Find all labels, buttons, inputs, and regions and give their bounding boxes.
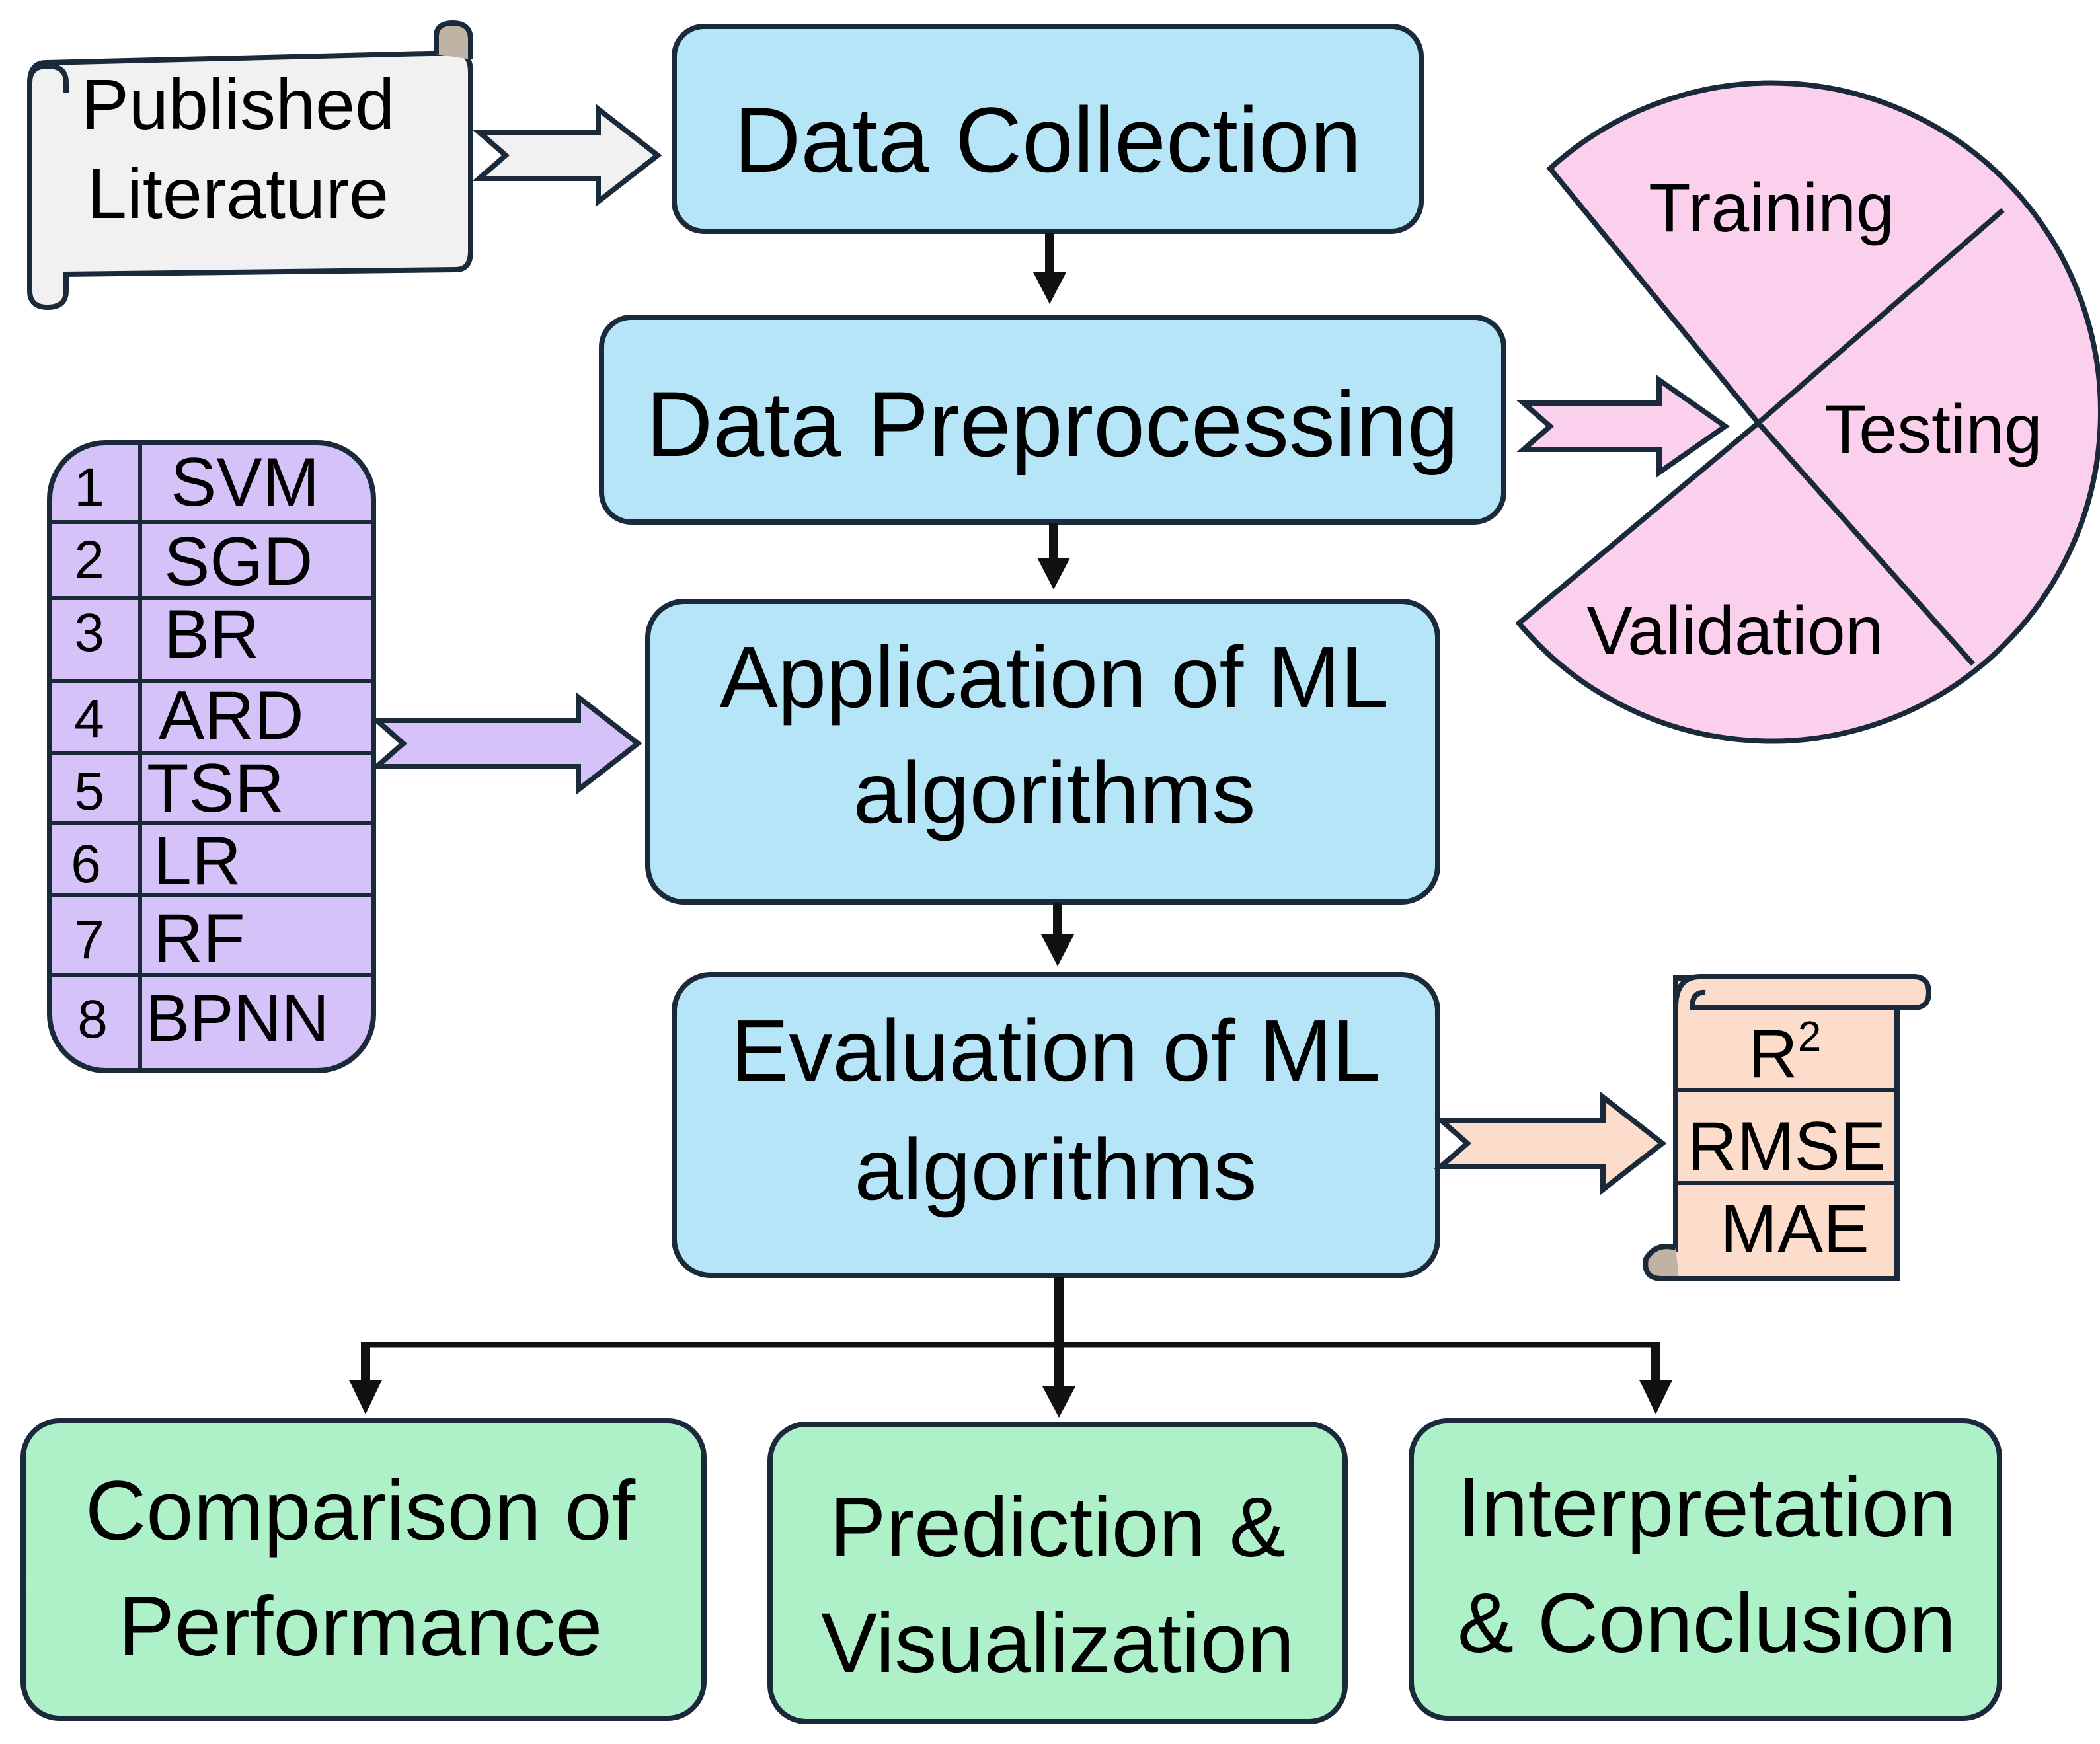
evaluation-to-metrics-arrow — [1434, 1091, 1667, 1195]
data-split-pie: Training Testing Validation — [1515, 80, 2100, 744]
metric-mae: MAE — [1720, 1191, 1869, 1268]
literature-to-collection-arrow — [472, 103, 662, 208]
algorithms-to-application-arrow — [369, 691, 642, 796]
ml-application-box — [645, 599, 1440, 905]
prediction-label-line1: Prediction & — [830, 1480, 1286, 1575]
algorithm-number: 1 — [74, 457, 104, 517]
comparison-label-line2: Performance — [118, 1579, 603, 1674]
algorithm-name: TSR — [147, 750, 284, 827]
algorithm-name: BR — [164, 596, 259, 673]
ml-application-label-line2: algorithms — [853, 744, 1256, 841]
data-preprocessing-box — [599, 315, 1506, 525]
algorithm-name: RF — [153, 900, 245, 977]
metrics-scroll-top-curl — [1673, 974, 1932, 1010]
comparison-label-line1: Comparison of — [85, 1464, 636, 1558]
comparison-box — [20, 1418, 707, 1721]
algorithm-number: 5 — [74, 761, 104, 821]
metric-rmse: RMSE — [1688, 1108, 1886, 1185]
metric-r-squared: R2 — [1748, 1012, 1822, 1092]
algorithm-list: 1 SVM 2 SGD 3 BR 4 ARD 5 TSR 6 LR 7 RF 8… — [47, 440, 376, 1073]
split-testing-label: Testing — [1824, 391, 2042, 468]
literature-label-line1: Published — [81, 64, 395, 144]
literature-scroll-top-curl — [434, 20, 473, 59]
split-training-label: Training — [1649, 170, 1894, 246]
algorithm-name: BPNN — [145, 981, 329, 1055]
ml-evaluation-box — [672, 972, 1440, 1278]
literature-scroll-left-curl — [27, 63, 69, 93]
split-divider-training-testing — [1756, 208, 2005, 426]
algorithm-name: LR — [153, 823, 241, 899]
collection-to-preprocessing-connector — [1033, 233, 1066, 304]
preprocessing-to-application-connector — [1037, 523, 1070, 589]
algorithm-number: 2 — [74, 530, 104, 590]
metric-r-squared-superscript: 2 — [1798, 1012, 1822, 1060]
preprocessing-to-split-arrow — [1516, 375, 1730, 478]
split-divider-testing-validation — [1756, 421, 1975, 666]
algorithm-number: 4 — [74, 689, 104, 749]
data-preprocessing-label: Data Preprocessing — [646, 372, 1459, 476]
metrics-scroll-bottom-curl — [1643, 1244, 1679, 1281]
interpretation-label-line2: & Conclusion — [1458, 1576, 1956, 1671]
evaluation-to-outcomes-connector — [349, 1277, 1672, 1418]
algorithm-number: 7 — [74, 910, 104, 970]
ml-evaluation-label-line1: Evaluation of ML — [730, 1002, 1380, 1099]
metrics-scroll: R2 RMSE MAE — [1643, 974, 1932, 1281]
algorithm-number: 3 — [74, 603, 104, 663]
algorithm-number: 6 — [71, 834, 101, 894]
ml-application-label-line1: Application of ML — [720, 628, 1389, 726]
data-collection-label: Data Collection — [734, 88, 1361, 192]
algorithm-name: ARD — [159, 677, 304, 754]
literature-label-line2: Literature — [87, 153, 389, 233]
application-to-evaluation-connector — [1041, 903, 1074, 966]
literature-scroll: Published Literature — [27, 20, 473, 311]
split-validation-label: Validation — [1586, 593, 1883, 669]
interpretation-box — [1409, 1418, 2002, 1721]
prediction-box — [767, 1422, 1348, 1724]
metric-r-squared-base: R — [1748, 1016, 1798, 1092]
interpretation-label-line1: Interpretation — [1458, 1460, 1956, 1555]
algorithm-name: SVM — [171, 444, 319, 521]
algorithm-number: 8 — [77, 989, 108, 1049]
prediction-label-line2: Visualization — [821, 1596, 1294, 1690]
data-collection-box — [672, 24, 1424, 234]
ml-evaluation-label-line2: algorithms — [855, 1121, 1257, 1218]
algorithm-name: SGD — [164, 523, 313, 600]
